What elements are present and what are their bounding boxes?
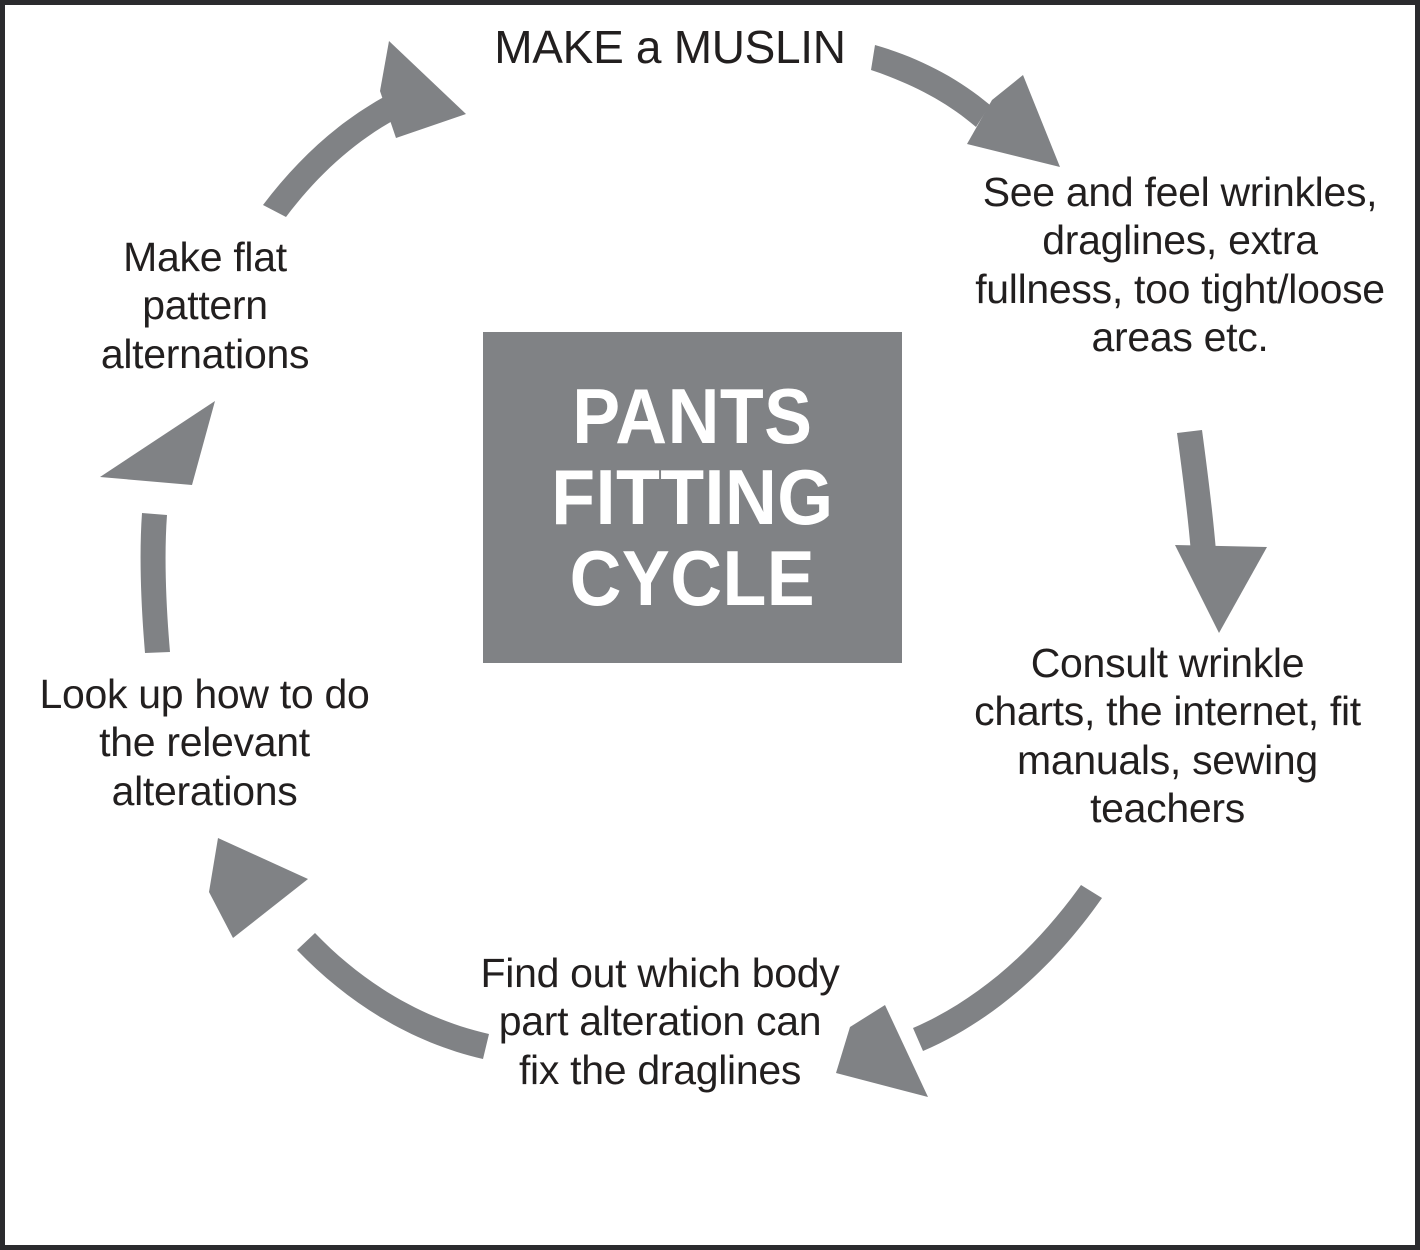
- step-label-make-flat-pattern: Make flat pattern alternations: [100, 234, 310, 377]
- arrow-right-down: [1175, 430, 1267, 633]
- arrow-bottom-left: [209, 838, 489, 1059]
- step-label-make-muslin: MAKE a MUSLIN: [494, 21, 846, 73]
- arrow-bottom-right: [836, 885, 1102, 1097]
- step-label-see-and-feel: See and feel wrinkles, draglines, extra …: [975, 169, 1385, 361]
- step-label-consult-wrinkle-charts: Consult wrinkle charts, the internet, fi…: [974, 640, 1361, 832]
- step-label-look-up-alterations: Look up how to do the relevant alteratio…: [39, 671, 370, 814]
- center-title-text: PANTS FITTING CYCLE: [551, 371, 834, 623]
- center-title-box: PANTS FITTING CYCLE: [483, 332, 902, 663]
- arrow-top-left: [263, 41, 466, 217]
- arrow-top-right: [871, 45, 1060, 167]
- arrow-left-up: [100, 401, 215, 653]
- step-label-find-out-body-part: Find out which body part alteration can …: [480, 950, 840, 1093]
